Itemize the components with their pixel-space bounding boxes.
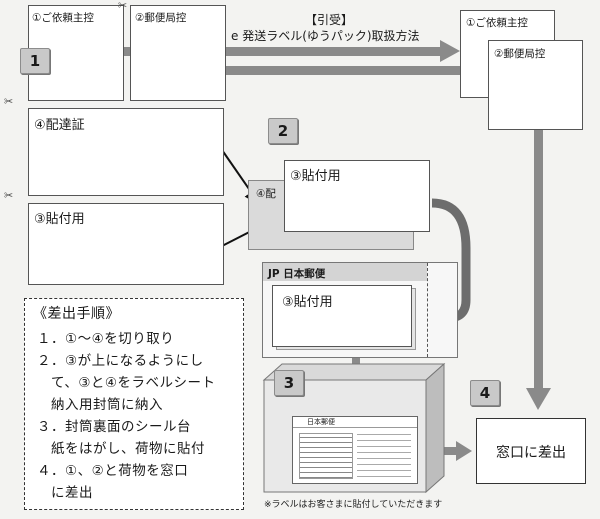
parcel-brand: 日本郵便 <box>307 418 335 426</box>
envelope-header <box>263 263 427 281</box>
arrow-to-post-office-copy <box>225 59 488 82</box>
instruction-line: に差出 <box>37 485 93 501</box>
label-address-area <box>357 433 411 477</box>
attach-label: ③貼付用 <box>34 212 85 227</box>
instruction-line: て、③と④をラベルシート <box>37 375 216 391</box>
arrow-to-requester-copy <box>122 40 460 62</box>
envelope-flap-line <box>427 263 428 357</box>
step-badge-3: 3 <box>274 370 304 396</box>
window-submit-box <box>476 418 586 484</box>
envelope-brand: JP 日本郵便 <box>268 268 326 280</box>
instructions-title: 《差出手順》 <box>33 306 120 322</box>
requester-copy-label-right: ①ご依頼主控 <box>466 17 528 29</box>
attach-sheet <box>28 203 224 285</box>
instruction-line: ２．③が上になるようにし <box>37 353 204 369</box>
stacked-delivery-cert-label: ④配 <box>256 188 276 200</box>
shipping-label-header <box>293 417 417 428</box>
envelope-inner-sheet <box>272 285 412 347</box>
scissors-icon: ✂ <box>4 95 14 108</box>
instructions-box: 《差出手順》 １．①～④を切り取り ２．③が上になるようにし て、③と④をラベル… <box>24 298 244 510</box>
arrow-parcel-to-window <box>440 441 472 461</box>
scissors-icon: ✂ <box>118 0 128 12</box>
instruction-line: ３．封筒裏面のシール台 <box>37 419 191 435</box>
pickup-heading: 【引受】 <box>305 13 354 27</box>
method-heading: e 発送ラベル(ゆうパック)取扱方法 <box>231 29 420 43</box>
arrow-down-to-window <box>526 130 551 410</box>
scissors-icon: ✂ <box>4 189 14 202</box>
delivery-cert-label: ④配達証 <box>34 118 85 133</box>
post-office-copy-label-right: ②郵便局控 <box>494 48 546 60</box>
stacked-attach-sheet <box>284 160 430 232</box>
envelope-attach-label: ③貼付用 <box>282 295 333 310</box>
instruction-line: ４．①、②と荷物を窓口 <box>37 463 189 479</box>
post-office-copy-label: ②郵便局控 <box>135 12 187 24</box>
instruction-line: 紙をはがし、荷物に貼付 <box>37 441 205 457</box>
step-badge-2: 2 <box>268 118 298 144</box>
instruction-line: １．①～④を切り取り <box>37 331 175 347</box>
stacked-attach-label: ③貼付用 <box>290 169 341 184</box>
post-office-copy-sheet <box>130 5 226 101</box>
step-badge-4: 4 <box>470 380 500 406</box>
footnote: ※ラベルはお客さまに貼付していただきます <box>264 500 443 510</box>
requester-copy-label: ①ご依頼主控 <box>32 12 94 24</box>
step-badge-1: 1 <box>20 48 50 74</box>
post-office-copy-sheet-right <box>488 40 583 130</box>
label-barcode-area <box>299 433 353 479</box>
instruction-line: 納入用封筒に納入 <box>37 397 163 413</box>
window-submit-label: 窓口に差出 <box>496 445 566 461</box>
shipping-label-on-parcel: 日本郵便 <box>292 416 418 484</box>
delivery-cert-sheet <box>28 108 224 196</box>
